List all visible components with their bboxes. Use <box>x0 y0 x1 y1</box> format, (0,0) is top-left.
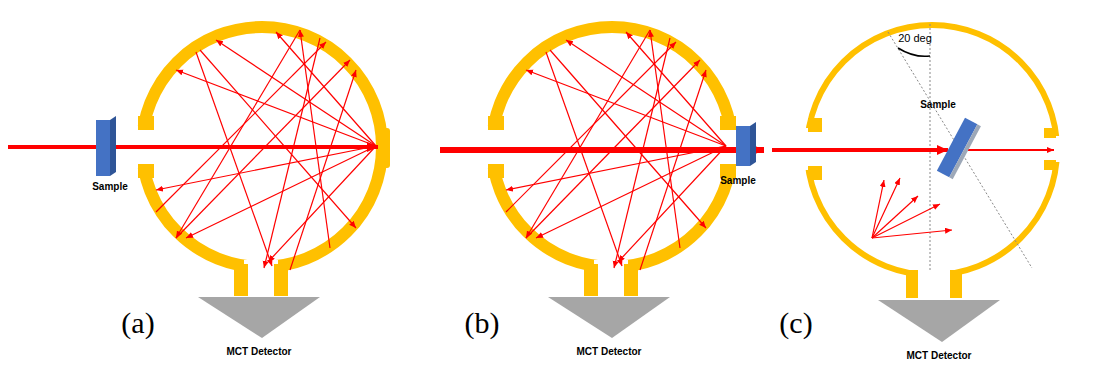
sample-label: Sample <box>92 181 128 192</box>
detector-label: MCT Detector <box>226 346 291 357</box>
angle-label: 20 deg <box>898 32 932 44</box>
sample-label: Sample <box>720 175 756 186</box>
sphere-c <box>772 24 1066 342</box>
sample-label: Sample <box>920 99 956 110</box>
sample <box>96 120 110 176</box>
detector-label: MCT Detector <box>576 346 641 357</box>
sphere-b <box>440 27 764 338</box>
panel-label: (c) <box>779 306 812 339</box>
panel-label: (a) <box>121 306 154 339</box>
sample <box>736 126 750 166</box>
sphere-a <box>8 27 390 338</box>
sample <box>937 118 981 179</box>
panel-label: (b) <box>465 306 500 339</box>
detector-label: MCT Detector <box>906 350 971 361</box>
